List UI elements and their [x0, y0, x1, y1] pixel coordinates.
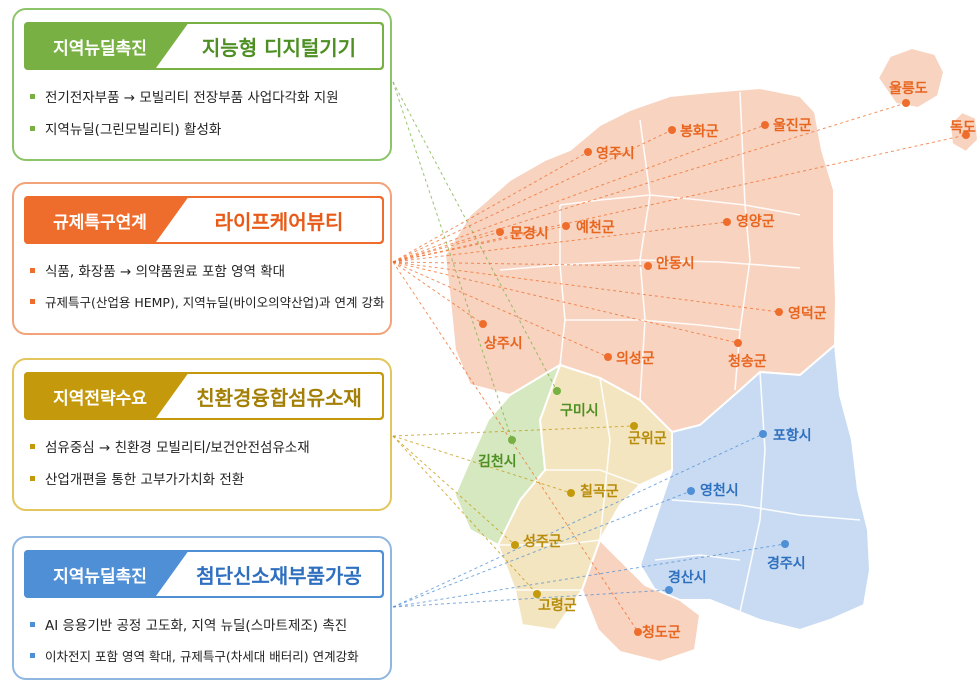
- connector-line: [392, 124, 766, 263]
- label-dokdo: 독도: [950, 120, 976, 136]
- region-dot: [775, 308, 783, 316]
- label-yeongdeok: 영덕군: [788, 305, 827, 322]
- region-dot: [533, 590, 541, 598]
- connector-line: [392, 490, 692, 608]
- connector-line: [392, 425, 635, 437]
- region-labels: 영주시 봉화군 울진군 울릉도 독도 문경시 예천군 영양군 안동시 영덕군 상…: [478, 80, 976, 641]
- connector-line: [392, 81, 513, 441]
- region-dot: [962, 131, 970, 139]
- label-bonghwa: 봉화군: [680, 124, 719, 140]
- connector-line: [392, 231, 501, 263]
- region-dot: [723, 218, 731, 226]
- region-green-area: [453, 362, 562, 547]
- panel-title: 친환경융합섬유소재: [156, 374, 382, 418]
- panel-tag: 지역전략수요: [24, 372, 176, 420]
- island-ulleung: [876, 46, 946, 110]
- region-dot: [759, 430, 767, 438]
- connector-line: [392, 543, 786, 608]
- panel-bullet: 산업개편을 통한 고부가가치화 전환: [30, 468, 310, 488]
- panel-title: 지능형 디지털기기: [156, 24, 382, 68]
- region-dot: [508, 436, 516, 444]
- connector-line: [392, 261, 649, 267]
- connector-line: [392, 151, 589, 263]
- connector-line: [392, 433, 764, 608]
- panel-header: 지역뉴딜촉진 지능형 디지털기기: [24, 22, 384, 70]
- label-uiseong: 의성군: [616, 350, 655, 367]
- label-chilgok: 칠곡군: [580, 483, 619, 500]
- region-dot: [553, 387, 561, 395]
- region-dot: [644, 262, 652, 270]
- panel-bullet: AI 응용기반 공정 고도화, 지역 뉴딜(스마트제조) 촉진: [30, 614, 359, 634]
- label-cheongdo: 청도군: [642, 625, 681, 641]
- panel-bullet: 섬유중심 → 친환경 모빌리티/보건안전섬유소재: [30, 436, 310, 456]
- label-gyeongju: 경주시: [767, 555, 806, 572]
- panel-digital-devices: 지역뉴딜촉진 지능형 디지털기기 전기전자부품 → 모빌리티 전장부품 사업다각…: [12, 8, 392, 161]
- region-dot: [781, 540, 789, 548]
- region-dot: [634, 628, 642, 636]
- region-cheongdo: [580, 538, 702, 664]
- panel-header: 지역뉴딜촉진 첨단신소재부품가공: [24, 550, 384, 598]
- panel-title: 라이프케어뷰티: [156, 198, 382, 242]
- panel-bullet: 규제특구(산업용 HEMP), 지역뉴딜(바이오의약산업)과 연계 강화: [30, 292, 385, 311]
- connector-line: [392, 221, 728, 263]
- region-dot: [902, 99, 910, 107]
- label-gunwi: 군위군: [628, 431, 667, 447]
- panel-eco-fiber: 지역전략수요 친환경융합섬유소재 섬유중심 → 친환경 모빌리티/보건안전섬유소…: [12, 358, 392, 511]
- label-ulleung: 울릉도: [889, 80, 928, 97]
- region-dot: [687, 487, 695, 495]
- connector-line: [392, 261, 484, 325]
- label-cheongsong: 청송군: [728, 354, 767, 370]
- label-yeongju: 영주시: [596, 145, 635, 162]
- label-pohang: 포항시: [773, 427, 812, 444]
- connector-line: [392, 589, 670, 608]
- region-dot: [479, 320, 487, 328]
- label-gimcheon: 김천시: [478, 453, 517, 470]
- panel-title: 첨단신소재부품가공: [156, 552, 382, 596]
- label-uljin: 울진군: [773, 117, 812, 134]
- region-dot: [604, 353, 612, 361]
- label-mungyeong: 문경시: [510, 225, 549, 242]
- label-yecheon: 예천군: [576, 220, 615, 236]
- label-sangju: 상주시: [484, 336, 523, 352]
- panel-bullet: 식품, 화장품 → 의약품원료 포함 영역 확대: [30, 260, 385, 280]
- region-dot: [511, 541, 519, 549]
- region-blue-area: [638, 342, 872, 632]
- panel-advanced-materials: 지역뉴딜촉진 첨단신소재부품가공 AI 응용기반 공정 고도화, 지역 뉴딜(스…: [12, 536, 392, 680]
- panel-lifecare-beauty: 규제특구연계 라이프케어뷰티 식품, 화장품 → 의약품원료 포함 영역 확대 …: [12, 182, 392, 335]
- label-yeongyang: 영양군: [736, 213, 775, 230]
- region-dot: [761, 121, 769, 129]
- region-dot: [567, 489, 575, 497]
- connector-line: [392, 435, 572, 494]
- region-dot: [630, 422, 638, 430]
- label-andong: 안동시: [656, 255, 695, 272]
- label-gumi: 구미시: [560, 403, 599, 419]
- region-dot: [496, 228, 504, 236]
- panel-tag: 지역뉴딜촉진: [24, 22, 176, 70]
- connector-line: [392, 261, 639, 633]
- panel-bullet: 전기전자부품 → 모빌리티 전장부품 사업다각화 지원: [30, 86, 339, 106]
- panel-tag: 규제특구연계: [24, 196, 176, 244]
- label-goryeong: 고령군: [538, 598, 577, 614]
- connector-line: [392, 261, 739, 344]
- label-yeongcheon: 영천시: [700, 482, 739, 499]
- connector-line: [392, 134, 967, 263]
- panel-tag: 지역뉴딜촉진: [24, 550, 176, 598]
- region-dot: [584, 148, 592, 156]
- panel-bullet: 이차전지 포함 영역 확대, 규제특구(차세대 배터리) 연계강화: [30, 646, 359, 665]
- panel-header: 규제특구연계 라이프케어뷰티: [24, 196, 384, 244]
- panel-header: 지역전략수요 친환경융합섬유소재: [24, 372, 384, 420]
- region-dot: [734, 339, 742, 347]
- label-gyeongsan: 경산시: [668, 569, 707, 586]
- region-dot: [665, 586, 673, 594]
- label-seongju: 성주군: [523, 534, 562, 550]
- panel-bullet: 지역뉴딜(그린모빌리티) 활성화: [30, 118, 339, 138]
- region-dot: [668, 126, 676, 134]
- connector-line: [392, 261, 780, 313]
- region-dot: [562, 222, 570, 230]
